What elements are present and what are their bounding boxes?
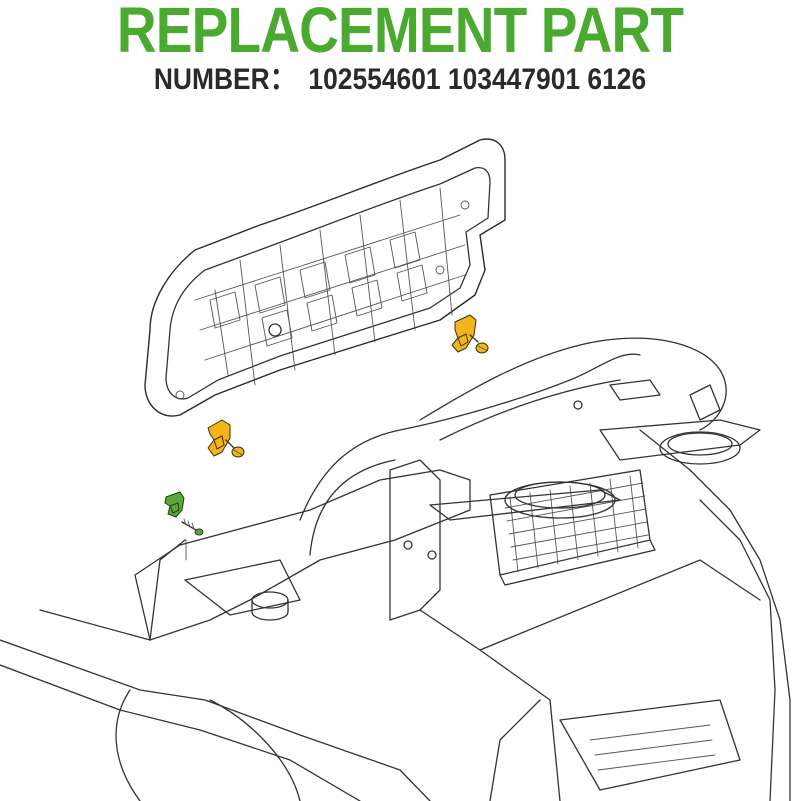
cart-body bbox=[0, 337, 791, 801]
part-number-2: 103447901 bbox=[447, 63, 581, 96]
latch-screw bbox=[181, 518, 204, 561]
part-number-label: NUMBER： bbox=[153, 63, 297, 96]
storage-basket bbox=[489, 469, 656, 586]
seat-bottom-panel bbox=[144, 138, 506, 417]
part-number-3: 6126 bbox=[587, 63, 647, 96]
seat-hinge-left bbox=[207, 419, 231, 457]
hinge-screw-left bbox=[225, 439, 245, 458]
seat-latch-clip bbox=[164, 491, 185, 518]
hinge-screw-right bbox=[469, 334, 489, 354]
page-title: REPLACEMENT PART bbox=[116, 0, 684, 66]
part-number-1: 102554601 bbox=[308, 63, 441, 96]
part-number-line: NUMBER： 102554601 103447901 6126 bbox=[48, 62, 752, 98]
seat-hinge-right bbox=[451, 314, 477, 353]
cup-holder bbox=[429, 379, 761, 521]
